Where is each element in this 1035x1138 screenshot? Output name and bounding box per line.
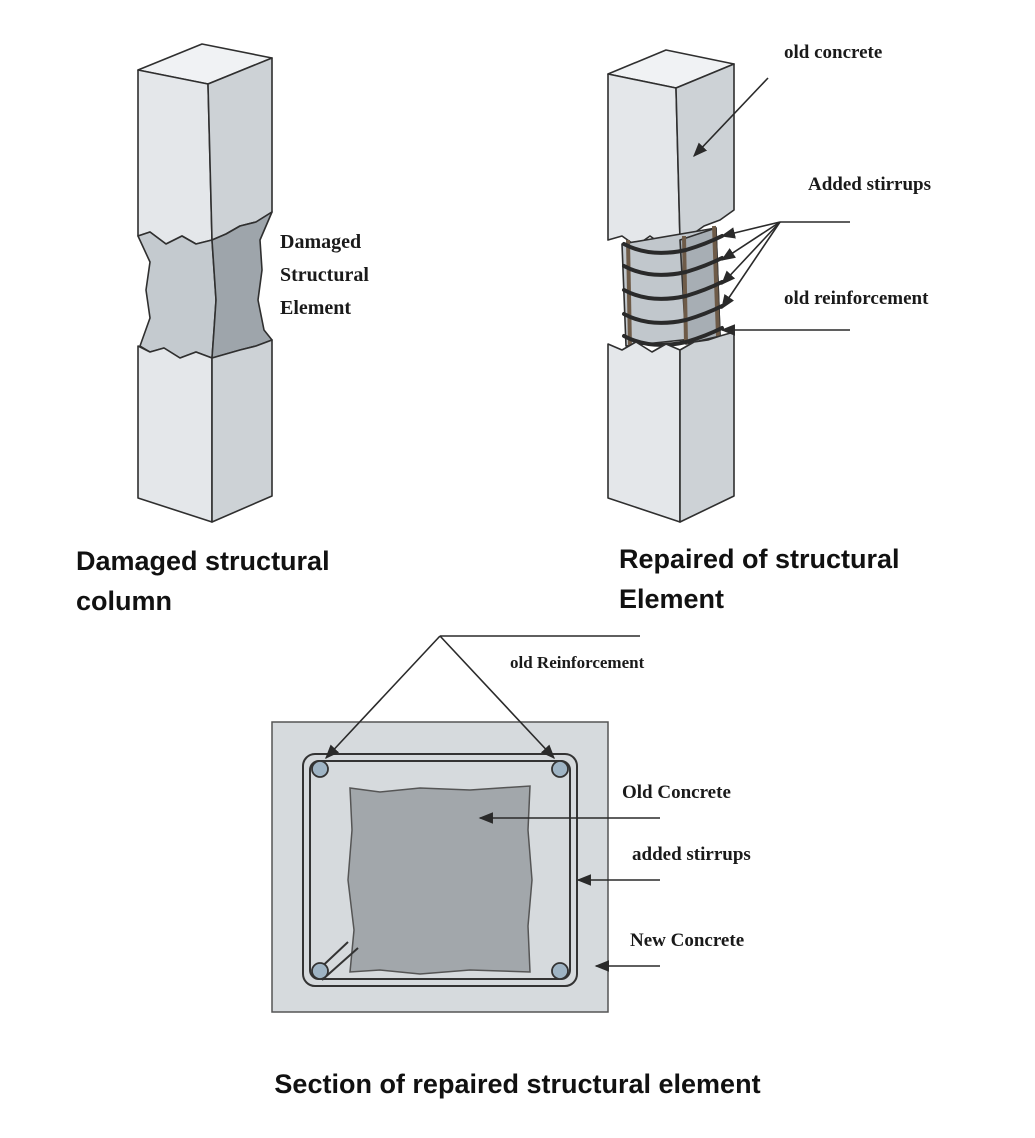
section-leader-lines: [325, 635, 660, 972]
old-rebar-right: [712, 225, 720, 337]
stirrup-4: [622, 304, 724, 325]
damaged-column-figure: Damaged Structural Element: [137, 43, 369, 523]
section-caption: Section of repaired structural element: [274, 1069, 761, 1099]
repaired-element-caption-line2: Element: [619, 584, 725, 614]
section-new-concrete-label: New Concrete: [630, 930, 744, 951]
section-added-stirrups-label: added stirrups: [632, 844, 751, 865]
stirrups-arrow-4: [721, 221, 781, 310]
old-reinforcement-label: old reinforcement: [784, 288, 929, 309]
section-rebar-top-right: [551, 760, 569, 778]
reinforcement-arrow-right: [439, 635, 555, 760]
section-figure: old Reinforcement Old Concrete added sti…: [271, 635, 751, 1013]
repaired-column-lower-front: [607, 341, 681, 523]
stirrups-arrow-1: [720, 221, 781, 239]
reinforcement-arrow-left: [325, 635, 441, 760]
damaged-zone-side: [211, 211, 273, 359]
damaged-column-upper-front: [137, 69, 213, 245]
damaged-column-caption-line2: column: [76, 586, 173, 616]
repaired-element-caption: Repaired of structural Element: [619, 539, 900, 619]
section-stirrup-inner: [309, 760, 571, 980]
damaged-element-label-line1: Damaged: [280, 231, 361, 253]
damaged-column-caption: Damaged structural column: [76, 541, 330, 621]
old-rebar-mid: [682, 235, 688, 345]
damaged-element-label-line2: Structural: [280, 264, 369, 286]
stirrup-5: [622, 326, 724, 347]
damaged-element-label-line3: Element: [280, 297, 351, 319]
old-concrete-core: [347, 785, 533, 975]
damaged-column-lower-front: [137, 345, 213, 523]
old-concrete-arrow: [693, 77, 769, 158]
added-stirrups-label: Added stirrups: [808, 174, 931, 195]
damaged-column-caption-line1: Damaged structural: [76, 546, 330, 576]
section-old-concrete-label: Old Concrete: [622, 782, 731, 803]
section-rebar-bottom-right: [551, 962, 569, 980]
added-stirrups: [622, 234, 724, 347]
repaired-column-upper-side: [675, 63, 735, 241]
stirrups-arrow-3: [721, 221, 781, 286]
damaged-column-lower-side: [211, 339, 273, 523]
old-concrete-label: old concrete: [784, 42, 882, 63]
section-rebar-bottom-left: [311, 962, 329, 980]
repaired-column-upper-front: [607, 73, 681, 247]
stirrup-2: [622, 256, 724, 277]
section-rebar-top-left: [311, 760, 329, 778]
repaired-leader-lines: [693, 77, 850, 336]
repaired-element-caption-line1: Repaired of structural: [619, 544, 900, 574]
stirrup-1: [622, 234, 724, 255]
section-old-reinforcement-label: old Reinforcement: [510, 653, 645, 672]
stirrups-arrow-2: [720, 221, 781, 261]
stirrup-3: [622, 280, 724, 301]
damaged-zone-front: [137, 231, 217, 359]
repaired-column-lower-side: [679, 331, 735, 523]
repaired-column-figure: old concrete Added stirrups old reinforc…: [607, 42, 931, 523]
damaged-column-upper-side: [207, 57, 273, 241]
section-stirrup-outer: [302, 753, 578, 987]
